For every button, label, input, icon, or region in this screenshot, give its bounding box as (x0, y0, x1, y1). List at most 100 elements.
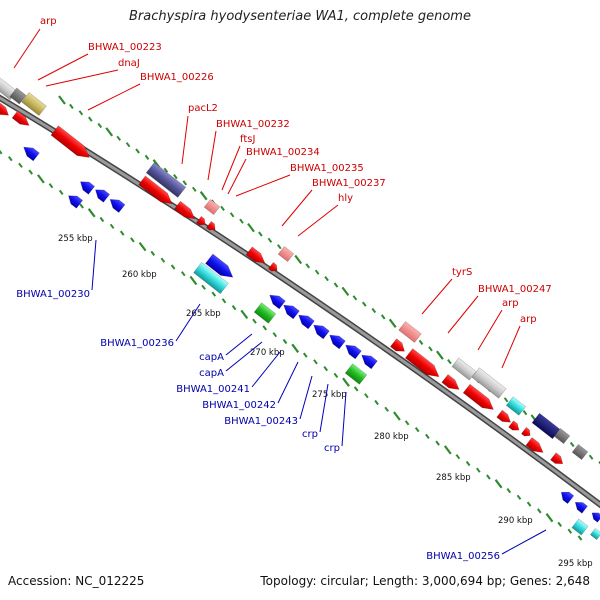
gene-label-forward: dnaJ (118, 58, 140, 69)
position-tick (333, 282, 339, 288)
position-tick (361, 301, 367, 307)
leader-line (277, 361, 299, 404)
position-tick (239, 218, 244, 224)
position-tick (545, 513, 554, 523)
gene-feature (173, 200, 196, 220)
position-tick (116, 135, 121, 141)
position-tick (138, 241, 147, 252)
gene-feature (80, 181, 96, 195)
leader-line (221, 145, 241, 191)
gene-feature (205, 220, 216, 231)
gene-label-reverse: BHWA1_00242 (202, 400, 276, 411)
position-tick (267, 237, 273, 243)
position-label: 270 kbp (250, 348, 285, 358)
gene-feature (462, 383, 494, 410)
position-tick (522, 410, 528, 416)
gene-feature (11, 110, 30, 126)
position-tick (262, 325, 268, 331)
position-tick (119, 230, 125, 236)
gene-feature (505, 396, 527, 416)
gene-label-reverse: BHWA1_00236 (100, 338, 174, 349)
position-tick (276, 244, 282, 250)
gene-feature (195, 215, 206, 226)
position-tick (323, 366, 329, 372)
leader-line (181, 115, 189, 165)
position-tick (324, 276, 329, 282)
gene-label-forward: arp (40, 16, 57, 27)
position-tick (182, 180, 188, 186)
gene-feature (0, 75, 18, 101)
gene-labels: arpBHWA1_00223dnaJBHWA1_00226pacL2BHWA1_… (16, 16, 552, 562)
gene-feature (389, 338, 405, 352)
position-label: 295 kbp (558, 559, 593, 569)
position-tick (353, 386, 359, 392)
gene-label-reverse: BHWA1_00243 (224, 416, 298, 427)
position-tick (28, 169, 34, 175)
gene-feature (344, 363, 368, 385)
gene-feature (283, 304, 300, 320)
position-tick (302, 352, 308, 358)
leader-line (91, 239, 97, 291)
position-tick (447, 359, 452, 365)
leader-line (297, 204, 339, 237)
position-tick (99, 216, 105, 223)
gene-feature (109, 199, 126, 213)
position-tick (371, 307, 377, 314)
leader-line (251, 351, 281, 388)
position-label: 290 kbp (498, 516, 533, 526)
gene-feature (145, 162, 187, 198)
leader-line (175, 303, 201, 342)
position-tick (314, 269, 320, 275)
position-tick (536, 508, 542, 514)
leader-line (13, 28, 41, 69)
gene-label-forward: hly (338, 193, 353, 204)
position-tick (88, 116, 93, 122)
gene-label-reverse: BHWA1_00241 (176, 384, 250, 395)
position-tick (494, 479, 503, 489)
position-tick (272, 332, 278, 338)
position-tick (252, 318, 257, 324)
gene-feature (21, 92, 47, 116)
gene-feature (525, 437, 544, 453)
gene-label-reverse: BHWA1_00230 (16, 289, 90, 300)
gene-feature (205, 253, 234, 278)
leader-line (225, 333, 253, 356)
position-tick (294, 254, 303, 265)
gene-label-reverse: capA (199, 352, 224, 363)
position-tick (135, 148, 140, 154)
accession-text: Accession: NC_012225 (8, 574, 145, 588)
position-label: 280 kbp (374, 432, 409, 442)
gene-label-forward: BHWA1_00223 (88, 42, 162, 53)
leader-line (207, 130, 217, 181)
gene-feature (398, 321, 422, 343)
gene-feature (329, 334, 346, 350)
leader-line (341, 391, 347, 447)
gene-feature (520, 426, 531, 437)
gene-label-forward: BHWA1_00237 (312, 178, 386, 189)
gene-feature (298, 314, 315, 330)
gene-feature (203, 198, 221, 216)
gene-feature (50, 125, 90, 158)
gene-feature (193, 261, 229, 295)
gene-feature (23, 146, 40, 162)
label-leader-lines (13, 28, 547, 555)
gene-label-forward: arp (502, 298, 519, 309)
position-tick (436, 350, 444, 360)
gene-feature (269, 294, 286, 310)
position-tick (305, 263, 311, 269)
leader-line (225, 341, 263, 372)
position-tick (97, 122, 103, 129)
position-tick (333, 372, 339, 378)
position-tick (388, 318, 397, 328)
position-label: 260 kbp (122, 270, 157, 280)
gene-feature (345, 344, 362, 360)
position-tick (229, 212, 235, 218)
gene-feature (68, 195, 84, 209)
position-tick (240, 309, 249, 320)
position-tick (588, 454, 594, 460)
gene-feature (560, 491, 575, 505)
gene-label-reverse: crp (324, 443, 340, 454)
position-label: 285 kbp (436, 473, 471, 483)
gene-feature (245, 246, 266, 264)
gene-feature (451, 357, 477, 381)
